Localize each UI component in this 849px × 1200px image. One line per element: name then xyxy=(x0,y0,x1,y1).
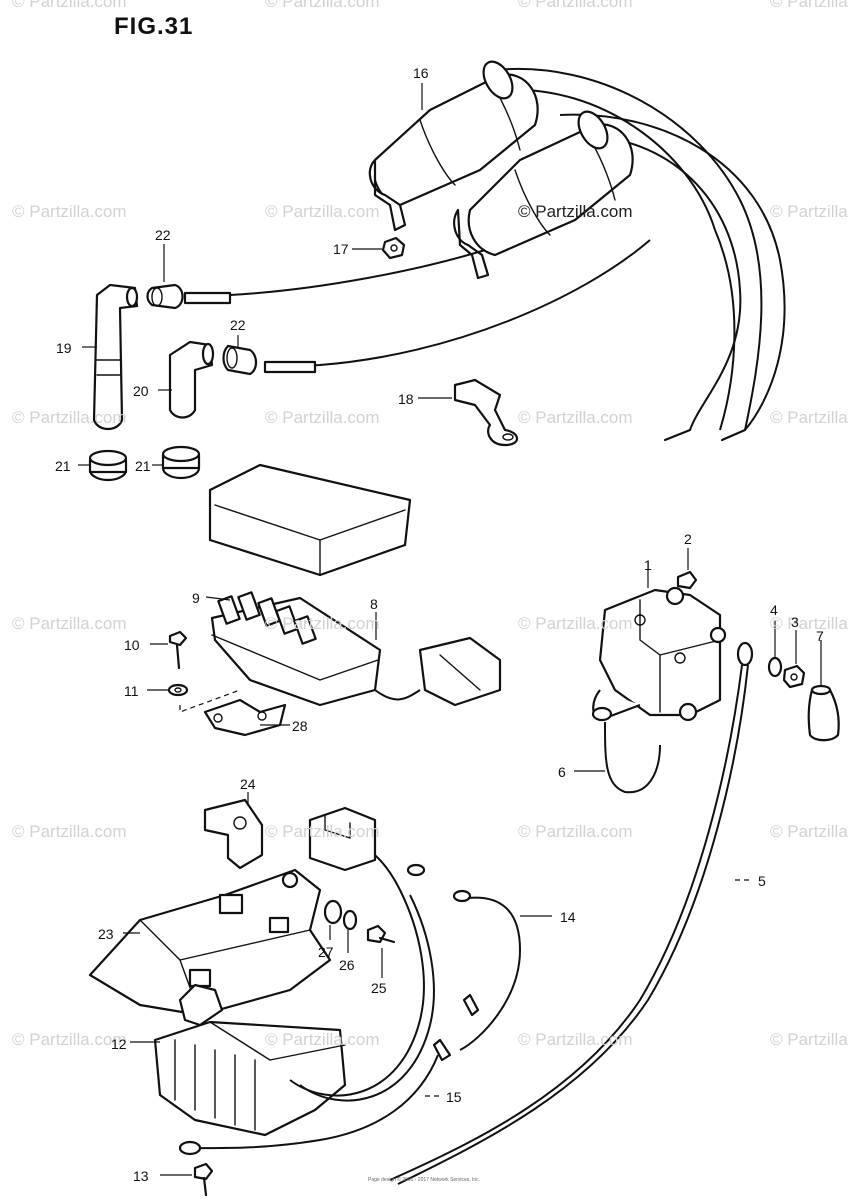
watermark: © Partzilla.com xyxy=(770,822,849,841)
callout-17[interactable]: 17 xyxy=(333,241,349,257)
watermark: © Partzilla.com xyxy=(265,0,380,11)
watermark: © Partzilla.com xyxy=(518,202,633,221)
callout-22-upper[interactable]: 22 xyxy=(155,227,171,243)
nut-part-3[interactable] xyxy=(782,630,806,689)
watermark: © Partzilla.com xyxy=(770,408,849,427)
washer-part-26[interactable] xyxy=(342,909,358,953)
seal-part-21-left[interactable] xyxy=(88,449,128,482)
watermark: © Partzilla.com xyxy=(12,0,127,11)
bracket-part-24[interactable] xyxy=(203,792,264,870)
callout-4[interactable]: 4 xyxy=(770,602,778,618)
grommet-part-22-upper[interactable] xyxy=(146,283,184,310)
callout-9[interactable]: 9 xyxy=(192,590,200,606)
bracket-part-28[interactable] xyxy=(203,698,290,737)
bolt-part-25[interactable] xyxy=(366,924,396,978)
watermark: © Partzilla.com xyxy=(12,202,127,221)
callout-13[interactable]: 13 xyxy=(133,1168,149,1184)
starter-relay-part-1[interactable] xyxy=(592,562,727,722)
bolt-part-10[interactable] xyxy=(150,630,188,670)
regulator-bracket-part-23[interactable] xyxy=(88,868,332,1027)
screw-part-13[interactable] xyxy=(160,1162,214,1197)
callout-19[interactable]: 19 xyxy=(56,340,72,356)
spark-plug-lead-lower xyxy=(263,239,651,374)
clamp-part-18[interactable] xyxy=(453,378,519,447)
watermark: © Partzilla.com xyxy=(12,1030,127,1049)
seal-part-21-right[interactable] xyxy=(161,445,201,480)
watermark: © Partzilla.com xyxy=(518,0,633,11)
watermark: © Partzilla.com xyxy=(265,202,380,221)
watermark: © Partzilla.com xyxy=(265,614,380,633)
callout-11[interactable]: 11 xyxy=(124,683,139,699)
callout-18[interactable]: 18 xyxy=(398,391,414,407)
callout-5[interactable]: 5 xyxy=(758,873,766,889)
screw-part-2[interactable] xyxy=(676,548,698,590)
callout-8[interactable]: 8 xyxy=(370,596,378,612)
watermark: © Partzilla.com xyxy=(265,1030,380,1049)
fuse-box-part-8[interactable] xyxy=(210,596,502,707)
callout-22-lower[interactable]: 22 xyxy=(230,317,246,333)
figure-title: FIG.31 xyxy=(114,13,194,40)
callout-16[interactable]: 16 xyxy=(413,65,429,81)
watermark: © Partzilla.com xyxy=(770,1030,849,1049)
fuse-box-cover[interactable] xyxy=(208,463,412,577)
fuse-part-9[interactable] xyxy=(205,591,317,645)
watermark: © Partzilla.com xyxy=(12,614,127,633)
callout-21-left[interactable]: 21 xyxy=(55,458,71,474)
earth-wire-part-14[interactable] xyxy=(452,889,552,1051)
watermark: © Partzilla.com xyxy=(12,408,127,427)
watermark: © Partzilla.com xyxy=(265,822,380,841)
callout-25[interactable]: 25 xyxy=(371,980,387,996)
watermark: © Partzilla.com xyxy=(12,822,127,841)
callout-7[interactable]: 7 xyxy=(816,628,824,644)
watermark: © Partzilla.com xyxy=(265,408,380,427)
callout-24[interactable]: 24 xyxy=(240,776,256,792)
callout-1[interactable]: 1 xyxy=(644,557,652,573)
watermark: © Partzilla.com xyxy=(770,614,849,633)
watermark: © Partzilla.com xyxy=(518,614,633,633)
spark-plug-lead-upper xyxy=(183,249,486,305)
watermark: © Partzilla.com xyxy=(518,408,633,427)
grommet-part-22-lower[interactable] xyxy=(222,344,258,376)
callout-23[interactable]: 23 xyxy=(98,926,114,942)
callout-12[interactable]: 12 xyxy=(111,1036,127,1052)
cap-part-7[interactable] xyxy=(807,640,840,742)
watermark: © Partzilla.com xyxy=(518,822,633,841)
ignition-coil-part-16[interactable] xyxy=(368,57,786,442)
callout-27[interactable]: 27 xyxy=(318,944,334,960)
callout-20[interactable]: 20 xyxy=(133,383,149,399)
nut-part-17[interactable] xyxy=(352,236,406,260)
callout-21-right[interactable]: 21 xyxy=(135,458,151,474)
callout-26[interactable]: 26 xyxy=(339,957,355,973)
callout-14[interactable]: 14 xyxy=(560,909,576,925)
page-footnote: Page design © 2001 - 2017 Network Servic… xyxy=(368,1177,481,1183)
callout-15[interactable]: 15 xyxy=(446,1089,462,1105)
washer-part-27[interactable] xyxy=(323,899,343,940)
connector-regulator xyxy=(308,806,377,872)
watermark: © Partzilla.com xyxy=(518,1030,633,1049)
callout-6[interactable]: 6 xyxy=(558,764,566,780)
watermark: © Partzilla.com xyxy=(770,202,849,221)
callout-2[interactable]: 2 xyxy=(684,531,692,547)
regulator-part-12[interactable] xyxy=(130,844,435,1137)
earth-lead-part-6[interactable] xyxy=(574,706,661,794)
plug-cap-part-19[interactable] xyxy=(92,283,139,431)
callout-3[interactable]: 3 xyxy=(791,614,799,630)
washer-part-11[interactable] xyxy=(147,683,241,713)
plug-cap-part-20[interactable] xyxy=(168,340,215,419)
starter-lead-part-5[interactable] xyxy=(389,641,754,1185)
watermark: © Partzilla.com xyxy=(770,0,849,11)
washer-part-4[interactable] xyxy=(767,620,783,678)
callout-28[interactable]: 28 xyxy=(292,718,308,734)
callout-10[interactable]: 10 xyxy=(124,637,140,653)
earth-wire-part-15[interactable] xyxy=(178,863,452,1156)
